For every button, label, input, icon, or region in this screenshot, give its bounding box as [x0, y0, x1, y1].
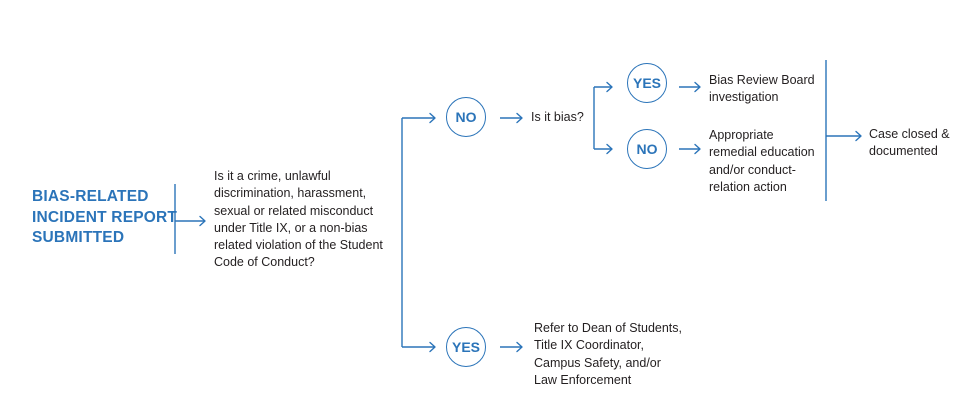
- question-line: discrimination, harassment,: [214, 186, 367, 201]
- question-line: Code of Conduct?: [214, 255, 315, 270]
- question-line: related violation of the Student: [214, 238, 383, 253]
- outcome-line: Title IX Coordinator,: [534, 338, 645, 353]
- node-yes-bias: YES: [627, 63, 667, 103]
- crime-question: Is it a crime, unlawful discrimination, …: [214, 168, 383, 272]
- title-line: INCIDENT REPORT: [32, 208, 178, 226]
- node-yes-bottom: YES: [446, 327, 486, 367]
- outcome-line: investigation: [709, 90, 779, 105]
- arrowhead: [516, 341, 523, 353]
- arrowhead: [199, 215, 206, 227]
- diagram-title: BIAS-RELATED INCIDENT REPORT SUBMITTED: [32, 187, 178, 249]
- outcome-line: Refer to Dean of Students,: [534, 321, 683, 335]
- question-line: under Title IX, or a non-bias: [214, 220, 368, 235]
- bias-question-text: Is it bias?: [531, 110, 584, 124]
- question-line: sexual or related misconduct: [214, 203, 374, 218]
- case-closed-outcome: Case closed & documented: [869, 126, 950, 161]
- outcome-line: and/or conduct-: [709, 162, 796, 177]
- remedial-outcome: Appropriate remedial education and/or co…: [709, 127, 815, 196]
- arrowhead: [855, 130, 862, 142]
- arrowhead: [516, 112, 523, 124]
- node-no-bias: NO: [627, 129, 667, 169]
- refer-outcome: Refer to Dean of Students, Title IX Coor…: [534, 320, 682, 389]
- node-no-top: NO: [446, 97, 486, 137]
- outcome-line: Appropriate: [709, 128, 774, 142]
- outcome-line: documented: [869, 144, 938, 159]
- arrowhead: [429, 341, 436, 353]
- arrowhead: [606, 81, 613, 93]
- outcome-line: Campus Safety, and/or: [534, 355, 661, 370]
- title-line: SUBMITTED: [32, 229, 125, 246]
- arrowhead: [429, 112, 436, 124]
- bias-review-outcome: Bias Review Board investigation: [709, 72, 815, 107]
- outcome-line: Bias Review Board: [709, 73, 815, 87]
- outcome-line: Case closed &: [869, 127, 950, 141]
- arrowhead: [694, 81, 701, 93]
- outcome-line: remedial education: [709, 145, 815, 160]
- question-line: Is it a crime, unlawful: [214, 169, 331, 183]
- arrowhead: [606, 143, 613, 155]
- title-line: BIAS-RELATED: [32, 188, 149, 205]
- bias-question: Is it bias?: [531, 109, 584, 126]
- arrowhead: [694, 143, 701, 155]
- outcome-line: Law Enforcement: [534, 372, 632, 387]
- outcome-line: relation action: [709, 179, 787, 194]
